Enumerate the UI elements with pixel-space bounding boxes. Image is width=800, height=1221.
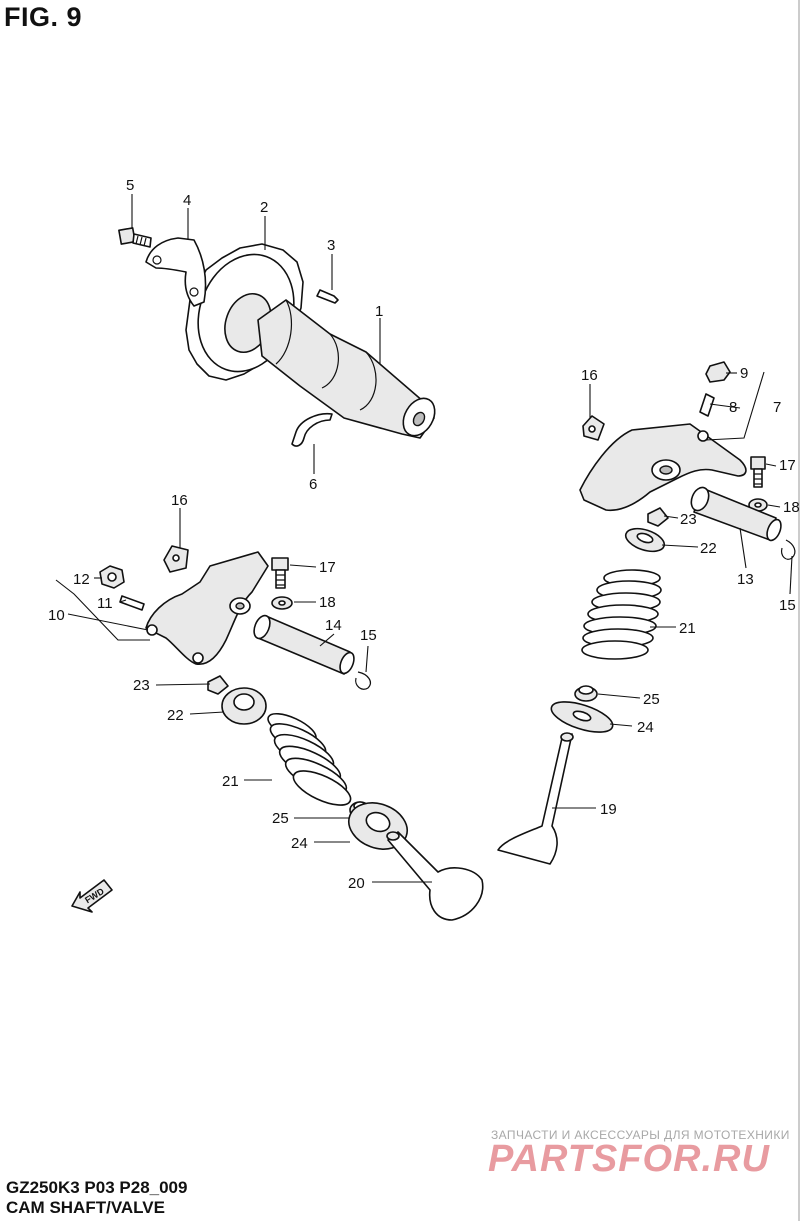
stopper-16-right [582, 415, 605, 441]
cotter-23-left [207, 675, 229, 695]
callout-15-left: 15 [360, 627, 377, 644]
callout-18-right: 18 [783, 499, 800, 516]
callout-16-right: 16 [581, 367, 598, 384]
callout-17-left: 17 [319, 559, 336, 576]
valve-seal-25-right [574, 685, 598, 702]
callout-22-right: 22 [700, 540, 717, 557]
callout-12: 12 [73, 571, 90, 588]
nut-9 [705, 361, 731, 383]
watermark-logo: PARTSFOR.RU [488, 1138, 770, 1180]
frame-border [798, 0, 800, 1221]
callout-labels: 1 2 3 4 5 6 7 8 9 16 17 18 23 22 13 15 2… [48, 177, 800, 892]
callout-16-left: 16 [171, 492, 188, 509]
valve-19 [497, 732, 574, 865]
cotter-23-right [647, 507, 669, 527]
callout-22-left: 22 [167, 707, 184, 724]
callout-6: 6 [309, 476, 317, 493]
callout-18-left: 18 [319, 594, 336, 611]
nut-12 [99, 565, 125, 589]
rocker-arm-right [579, 423, 747, 512]
circlip-15-left [355, 671, 371, 690]
callout-4: 4 [183, 192, 191, 209]
callout-23-right: 23 [680, 511, 697, 528]
valve-spring-21-right [581, 569, 662, 660]
stopper-16-left [163, 545, 189, 573]
washer-18-left [271, 596, 293, 610]
rocker-arm-left [145, 551, 269, 665]
screw-11 [119, 595, 145, 611]
callout-20: 20 [348, 875, 365, 892]
callout-7: 7 [773, 399, 781, 416]
figure-name: CAM SHAFT/VALVE [6, 1198, 165, 1217]
callout-21-left: 21 [222, 773, 239, 790]
callout-3: 3 [327, 237, 335, 254]
figure-title: FIG. 9 [4, 2, 83, 32]
callout-25-right: 25 [643, 691, 660, 708]
callout-23-left: 23 [133, 677, 150, 694]
callout-15-right: 15 [779, 597, 796, 614]
figure-code: GZ250K3 P03 P28_009 [6, 1178, 188, 1197]
callout-10: 10 [48, 607, 65, 624]
callout-17-right: 17 [779, 457, 796, 474]
callout-2: 2 [260, 199, 268, 216]
callout-1: 1 [375, 303, 383, 320]
callout-21-right: 21 [679, 620, 696, 637]
callout-8: 8 [729, 399, 737, 416]
callout-13: 13 [737, 571, 754, 588]
spring-seat-24-right [550, 701, 614, 733]
leader-lines [55, 194, 793, 883]
valve-spring-21-left [267, 712, 352, 806]
callout-24-right: 24 [637, 719, 654, 736]
rocker-shaft-14 [253, 614, 355, 675]
clip-6 [291, 412, 333, 447]
callout-19: 19 [600, 801, 617, 818]
screw-8 [699, 393, 715, 417]
callout-5: 5 [126, 177, 134, 194]
bracket-4 [145, 237, 207, 307]
retainer-22-right [624, 527, 666, 553]
bolt-5 [118, 227, 152, 248]
bolt-17-right [750, 456, 766, 488]
callout-14: 14 [325, 617, 342, 634]
valve-20 [386, 831, 484, 921]
circlip-15-right [781, 539, 796, 560]
bolt-17-left [271, 557, 289, 589]
callout-25-left: 25 [272, 810, 289, 827]
pin-3 [316, 289, 339, 304]
callout-24-left: 24 [291, 835, 308, 852]
retainer-22-left [221, 687, 267, 725]
fwd-arrow-icon: FWD [71, 879, 113, 913]
callout-11: 11 [97, 595, 113, 612]
watermark-tagline: ЗАПЧАСТИ И АКСЕССУАРЫ ДЛЯ МОТОТЕХНИКИ [491, 1128, 790, 1142]
callout-9: 9 [740, 365, 748, 382]
camshaft [257, 299, 436, 439]
rocker-shaft-13 [690, 486, 782, 542]
